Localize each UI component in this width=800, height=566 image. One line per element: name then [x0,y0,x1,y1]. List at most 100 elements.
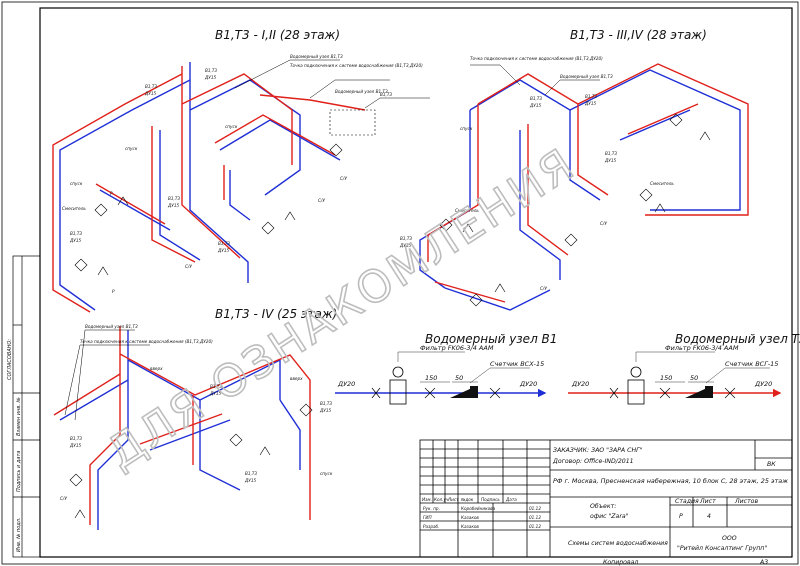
tb-address: РФ г. Москва, Пресненская набережная, 10… [553,477,788,485]
tb-row-date: 01.12 [529,524,541,529]
lbl-p-a: Р [112,289,115,294]
lbl-dn15-j: ДУ15 [209,391,221,396]
lbl-mixer-c: Смеситель [650,181,674,186]
lbl-b1t3-g: В1,Т3 [585,94,597,99]
meter-b1-dim2: 50 [455,374,463,382]
tb-headers: Изм. Кол.уч Лист №док Подпись Дата [422,497,517,502]
stamp-signature-date: Подпись и дата [16,451,22,492]
tb-row-name: Казаков [461,524,479,529]
meter-t3-counter: Счетчик ВСГ-15 [725,360,778,368]
tb-contract: Договор: Office-IND/2011 [552,458,634,465]
tb-row-name: Коробейникова [461,506,496,511]
lbl-up-b: вверх [290,376,303,381]
lbl-b1t3-k: В1,Т3 [320,401,332,406]
tb-h-date: Дата [505,497,517,502]
lbl-cv-f: С/У [60,496,67,501]
lbl-down-a: спуск [225,124,238,129]
tb-sheet: 4 [707,513,711,520]
annotation-leaders [64,59,600,421]
lbl-dn15-f: ДУ15 [529,103,541,108]
tb-row-date: 01.12 [529,515,541,520]
tb-row-name: Казаков [461,515,479,520]
stamp-agreed: СОГЛАСОВАНО: [7,339,13,380]
meter-b1-dn-in: ДУ20 [337,380,355,388]
lbl-down-b: спуск [125,146,138,151]
scheme-3-pipes [53,326,311,530]
lbl-dn15-d: ДУ15 [217,248,229,253]
meter-t3-dn-out: ДУ20 [754,380,772,388]
tb-rows: Рук. пр. Коробейникова 01.12 ГИП Казаков… [423,506,541,529]
stamp-replace-inv: Взамен инв. № [16,397,22,436]
lbl-dn15-b: ДУ15 [204,75,216,80]
meter-b1-dim1: 150 [425,374,437,382]
s3-meter-label: Водомерный узел В1,Т3 [85,324,138,329]
s2-connection-label: Точка подключения к системе водоснабжени… [470,56,603,61]
tb-stage: Р [679,513,683,520]
tb-company-2: "Ритейл Консалтинг Групп" [677,545,767,552]
lbl-dn15-h: ДУ15 [604,158,616,163]
meter-t3-title: Водомерный узел Т3 [675,332,800,346]
lbl-b1t3-b: В1,Т3 [205,68,217,73]
tb-h-list: Лист [447,497,459,502]
tb-customer: ЗАКАЗЧИК: ЗАО "ЗАРА СНГ" [553,447,643,454]
s3-connection-label: Точка подключения к системе водоснабжени… [80,339,213,344]
s2-meter-label: Водомерный узел В1,Т3 [560,74,613,79]
lbl-b1t3-j: В1,Т3 [210,384,222,389]
tb-object-name: офис "Zara" [590,513,629,520]
scheme-title-2: В1,Т3 - III,IV (28 этаж) [570,28,707,42]
lbl-dn15-g: ДУ15 [584,101,596,106]
tb-h-izm: Изм. [422,497,432,502]
scheme-1-meter-zone [329,109,376,136]
lbl-down-c: спуск [70,181,83,186]
meter-b1-title: Водомерный узел В1 [425,332,557,346]
tb-company-1: ООО [722,535,737,542]
tb-sheets-header: Листов [734,498,758,505]
lbl-cv-b: С/У [340,176,347,181]
lbl-b1t3-m: В1,Т3 [245,471,257,476]
lbl-cv-c: С/У [318,198,325,203]
tb-row-role: Разраб. [423,524,439,529]
tb-code: ВК [767,461,776,468]
meter-t3-diagram [568,351,782,405]
lbl-b1t3-a: В1,Т3 [145,84,157,89]
lbl-up-a: вверх [150,366,163,371]
meter-t3-dim2: 50 [690,374,698,382]
lbl-b1t3-d: В1,Т3 [218,241,230,246]
lbl-mixer-b: Смеситель [455,208,479,213]
scheme-2-pipes [419,63,749,311]
tb-row-role: Рук. пр. [423,506,440,511]
s1-meter-label: Водомерный узел В1,Т3 [290,54,343,59]
lbl-b1t3-c: В1,Т3 [168,196,180,201]
lbl-cv-a: С/У [185,264,192,269]
meter-b1-dn-out: ДУ20 [519,380,537,388]
lbl-dn15-i: ДУ15 [399,243,411,248]
lbl-b1t3-l: В1,Т3 [70,436,82,441]
tb-copied: Копировал [603,559,638,566]
scheme-1-pipes [52,62,366,313]
s1-b1t3-label: В1,Т3 [380,92,392,97]
meter-b1-filter: Фильтр FK06-3/4 AAM [420,344,494,352]
lbl-b1t3-i: В1,Т3 [400,236,412,241]
fixture-symbols [69,113,711,519]
tb-row-date: 01.12 [529,506,541,511]
meter-t3-dn-in: ДУ20 [571,380,589,388]
tb-h-kolich: Кол.уч [434,497,449,502]
lbl-down-d: спуск [460,126,473,131]
lbl-dn15-a: ДУ15 [144,91,156,96]
lbl-down-e: спуск [320,471,333,476]
tb-h-ndok: №док [460,497,474,502]
lbl-dn15-m: ДУ15 [244,478,256,483]
lbl-dn15-e: ДУ15 [69,238,81,243]
tb-h-sign: Подпись [481,497,500,502]
tb-format: А3 [759,559,768,566]
scheme-title-3: В1,Т3 - IV (25 этаж) [215,307,337,321]
lbl-cv-d: С/У [600,221,607,226]
lbl-p-b: Р [110,191,113,196]
meter-t3-dim1: 150 [660,374,672,382]
lbl-mixer-a: Смеситель [62,206,86,211]
lbl-b1t3-h: В1,Т3 [605,151,617,156]
tb-stage-header: Стадия [675,498,699,505]
lbl-dn15-c: ДУ15 [167,203,179,208]
tb-object-label: Объект: [590,502,616,510]
